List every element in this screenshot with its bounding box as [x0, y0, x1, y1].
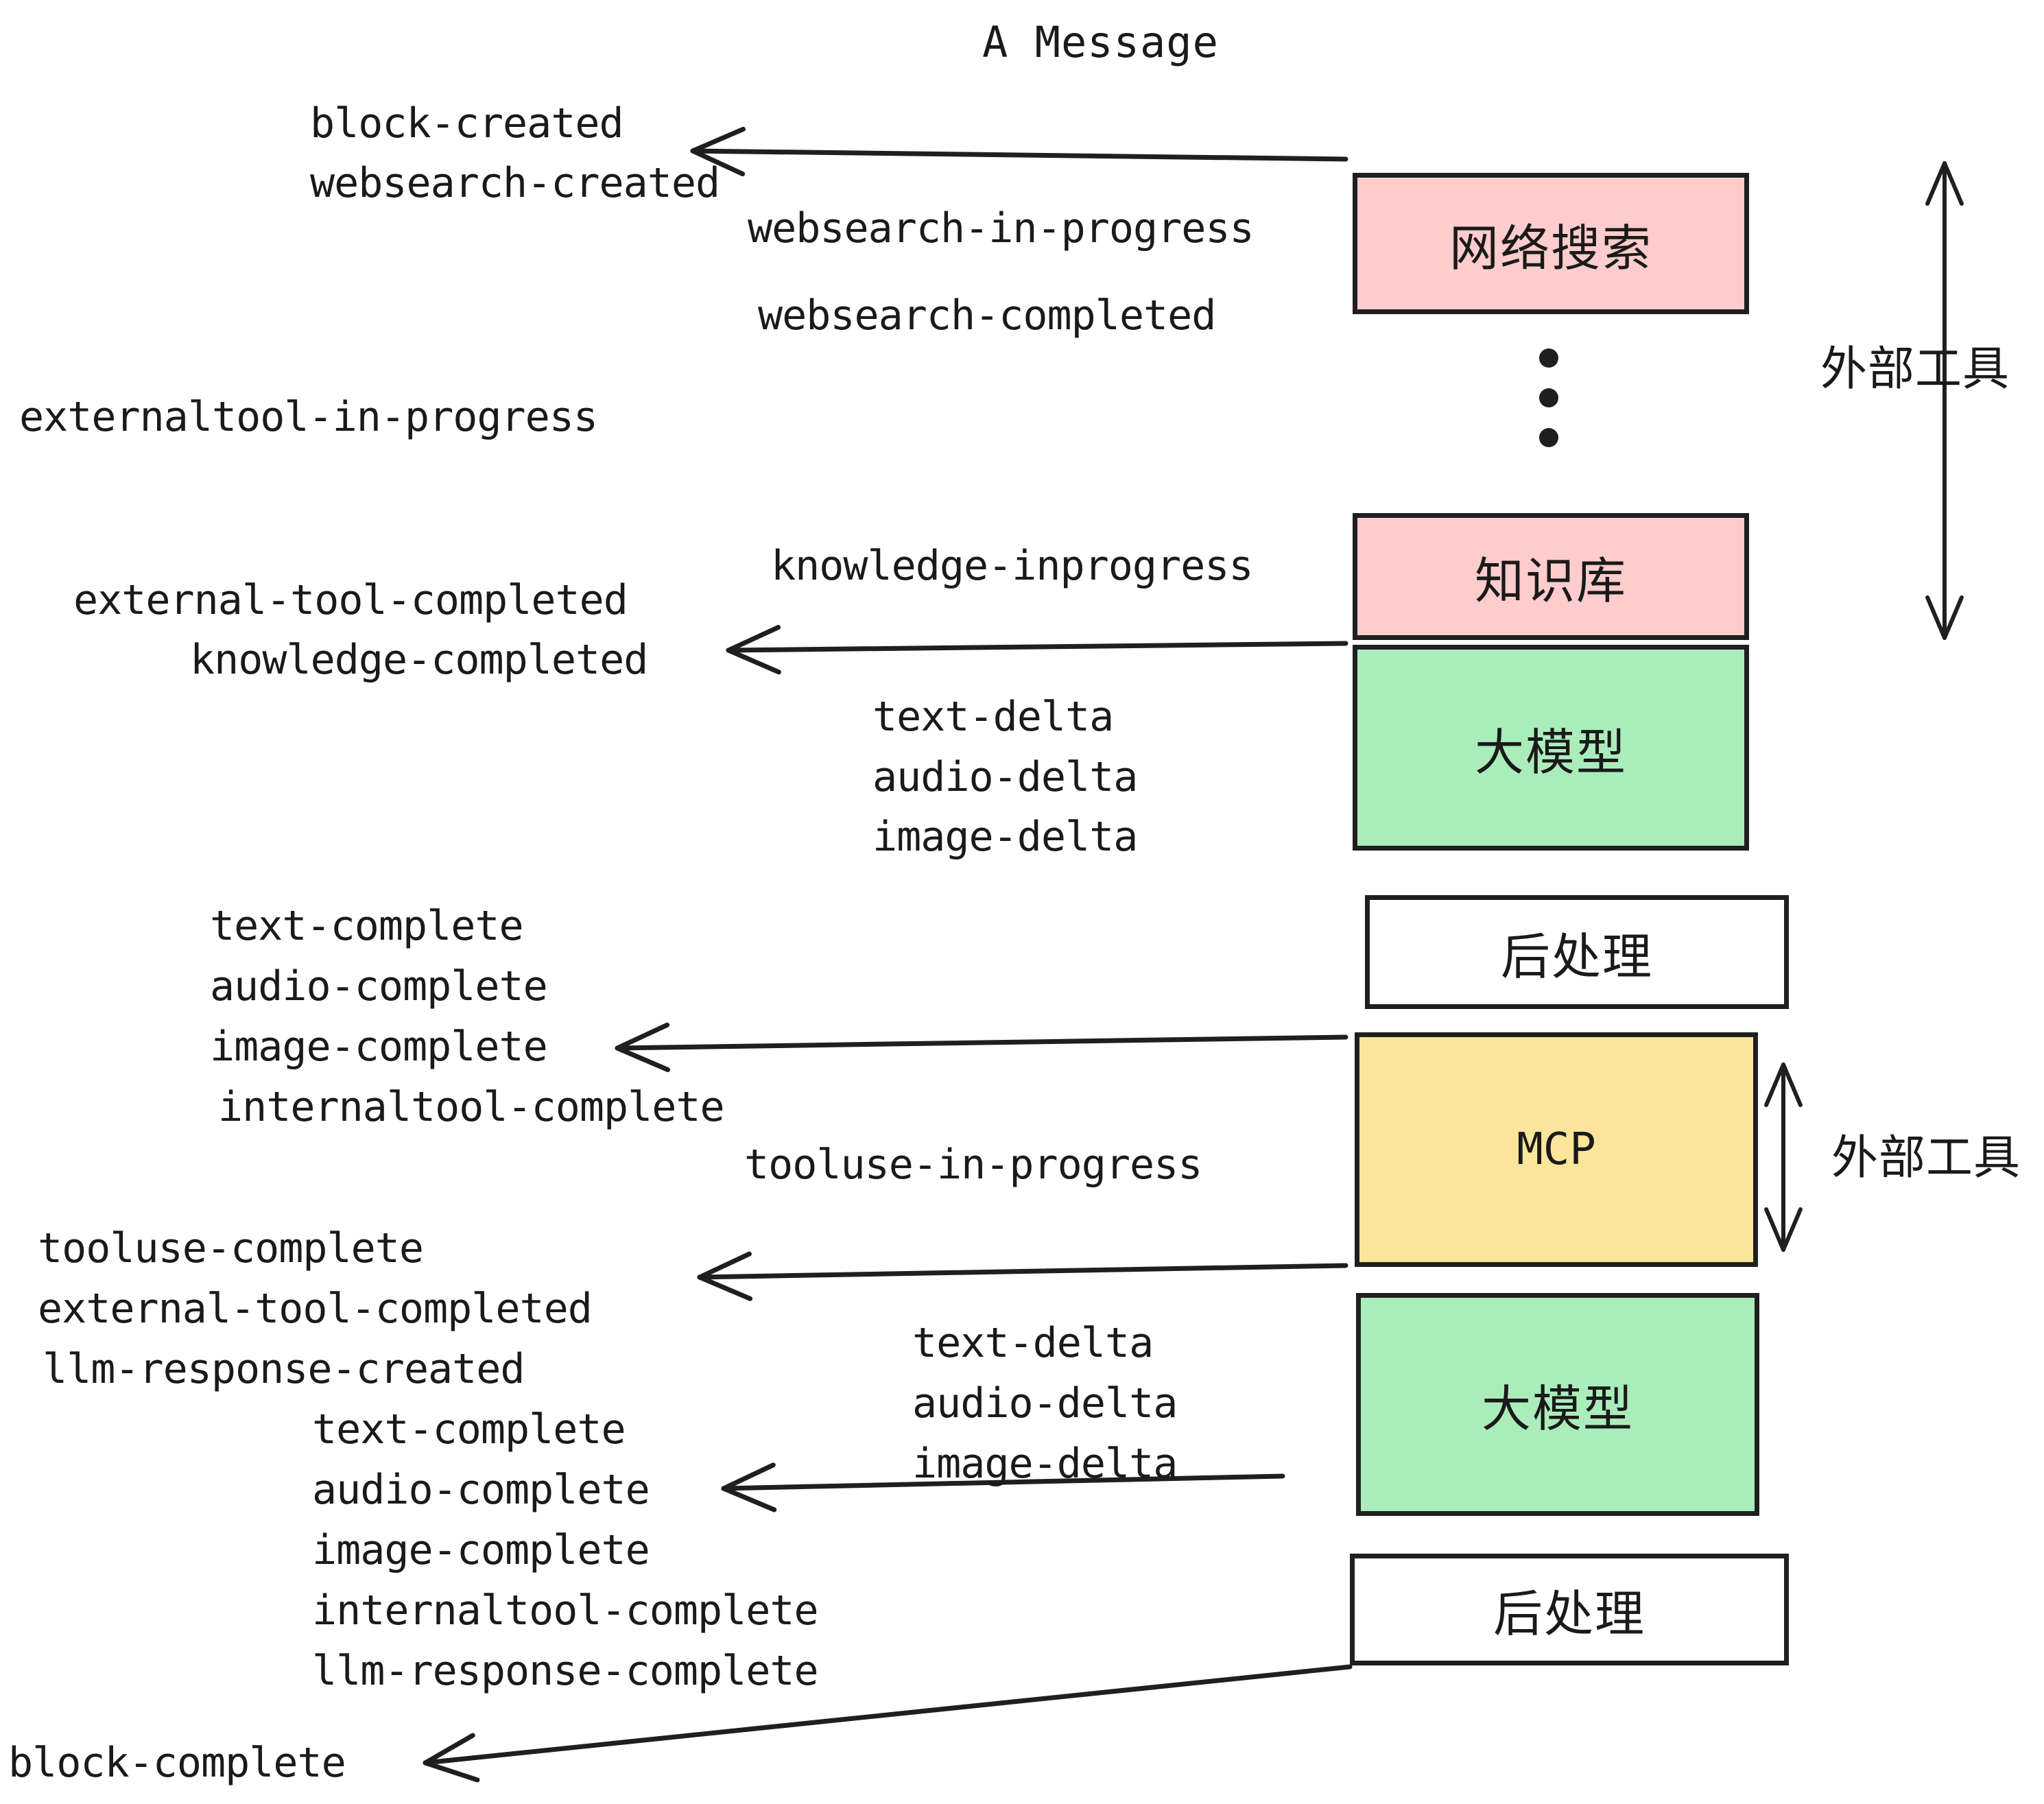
- event-label-text-delta-2: text-delta: [912, 1319, 1154, 1367]
- arrow-block-complete: [423, 1664, 1353, 1783]
- arrow-tooluse-complete: [697, 1251, 1348, 1301]
- event-label-text-delta-1: text-delta: [872, 693, 1114, 741]
- flow-arrows: [423, 126, 1353, 1783]
- event-label-image-delta-1: image-delta: [872, 813, 1138, 861]
- side-label-external-tool-top: 外部工具: [1820, 342, 2010, 396]
- ellipsis-dot-2: [1539, 388, 1558, 407]
- arrow-audio-complete: [721, 1462, 1285, 1512]
- event-label-audio-delta-1: audio-delta: [872, 753, 1138, 801]
- event-label-websearch-in-progress: websearch-in-progress: [748, 204, 1255, 252]
- event-label-block-complete: block-complete: [8, 1739, 346, 1787]
- arrow-image-complete: [615, 1022, 1348, 1073]
- box-postprocess-bottom: 后处理: [1350, 1554, 1789, 1665]
- event-label-websearch-completed: websearch-completed: [758, 292, 1216, 340]
- event-label-llm-response-complete: llm-response-complete: [312, 1647, 819, 1695]
- event-label-tooluse-complete: tooluse-complete: [38, 1224, 424, 1272]
- event-label-text-complete-2: text-complete: [312, 1405, 626, 1453]
- box-postprocess-top: 后处理: [1365, 895, 1789, 1009]
- event-label-knowledge-inprogress: knowledge-inprogress: [771, 542, 1253, 590]
- ellipsis-dot-1: [1539, 348, 1558, 368]
- event-label-block-created: block-created: [310, 99, 624, 147]
- event-label-websearch-created: websearch-created: [310, 159, 720, 207]
- event-label-internaltool-complete-2: internaltool-complete: [312, 1587, 819, 1635]
- event-label-tooluse-in-progress: tooluse-in-progress: [744, 1141, 1202, 1189]
- external-tool-range-bottom: [1764, 1063, 1803, 1252]
- box-llm-top: 大模型: [1353, 645, 1749, 851]
- event-label-knowledge-completed: knowledge-completed: [190, 636, 648, 684]
- event-label-audio-complete-2: audio-complete: [312, 1466, 650, 1514]
- page-title: A Message: [982, 17, 1219, 67]
- event-label-internaltool-complete-1: internaltool-complete: [218, 1083, 725, 1131]
- box-knowledge: 知识库: [1353, 513, 1749, 640]
- box-llm-bottom: 大模型: [1356, 1293, 1759, 1516]
- event-label-external-tool-completed-2: external-tool-completed: [38, 1285, 593, 1333]
- event-label-audio-delta-2: audio-delta: [912, 1379, 1178, 1427]
- arrow-knowledge-completed: [726, 625, 1348, 675]
- side-label-external-tool-bottom: 外部工具: [1831, 1131, 2021, 1185]
- ellipsis-dot-3: [1539, 428, 1558, 447]
- external-tool-range-top: [1925, 161, 1964, 640]
- box-mcp: MCP: [1355, 1032, 1758, 1267]
- arrow-websearch-created: [690, 126, 1348, 177]
- event-label-image-delta-2: image-delta: [912, 1440, 1178, 1488]
- vertical-ellipsis: [1539, 348, 1558, 447]
- event-label-audio-complete-1: audio-complete: [210, 962, 548, 1010]
- event-label-external-tool-completed-1: external-tool-completed: [73, 576, 628, 624]
- event-label-image-complete-2: image-complete: [312, 1526, 650, 1574]
- event-label-text-complete-1: text-complete: [210, 902, 524, 950]
- event-label-externaltool-in-progress: externaltool-in-progress: [19, 393, 598, 441]
- event-label-llm-response-created: llm-response-created: [43, 1345, 525, 1393]
- box-websearch: 网络搜索: [1353, 173, 1749, 314]
- range-arrows: [1764, 161, 1964, 1252]
- event-label-image-complete-1: image-complete: [210, 1023, 548, 1071]
